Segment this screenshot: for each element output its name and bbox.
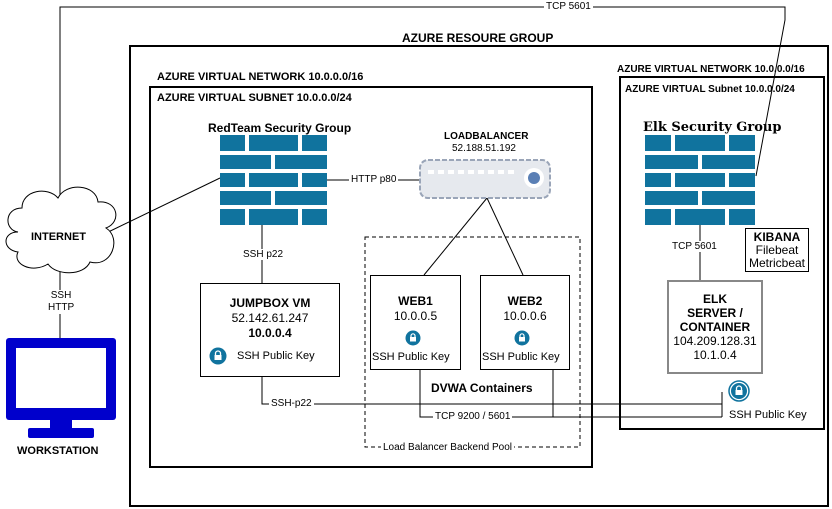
jumpbox-name: JUMPBOX VM — [229, 296, 311, 310]
internet-firewall-line — [99, 177, 221, 237]
http-label: HTTP — [48, 302, 75, 313]
dvwa-containers-label: DVWA Containers — [431, 381, 533, 395]
ssh-http-label: SSH HTTP — [46, 290, 77, 314]
web1-key-label: SSH Public Key — [372, 351, 450, 363]
ssh-p22-label: SSH p22 — [241, 249, 286, 260]
elk-sg-label: Elk Security Group — [643, 120, 782, 135]
workstation-icon — [6, 338, 116, 438]
elk-key-label: SSH Public Key — [729, 409, 807, 421]
tcp-5601-internet-line — [59, 6, 786, 196]
web2-ip: 10.0.0.6 — [503, 309, 547, 323]
subnet-elk-title: AZURE VIRTUAL Subnet 10.0.0.0/24 — [625, 84, 795, 95]
kibana-filebeat: Filebeat — [755, 242, 799, 257]
elk-server-public-ip: 104.209.128.31 — [673, 334, 757, 348]
internet-label: INTERNET — [31, 231, 86, 243]
jumpbox-lock-icon — [209, 347, 227, 365]
web1-ip: 10.0.0.5 — [393, 309, 438, 323]
subnet-elk-boundary — [619, 76, 825, 430]
tcp-5601-top-label: TCP 5601 — [544, 1, 593, 12]
elk-server-line3: CONTAINER — [679, 320, 751, 334]
web2-lock-icon — [514, 330, 530, 346]
jumpbox-key-label: SSH Public Key — [237, 350, 315, 362]
ssh-label: SSH — [50, 290, 72, 301]
ssh-p22-elk-line — [261, 377, 723, 405]
subnet-main-boundary — [149, 86, 593, 468]
web1-name: WEB1 — [398, 294, 433, 308]
backend-pool-label: Load Balancer Backend Pool — [381, 442, 514, 453]
vnet-main-title: AZURE VIRTUAL NETWORK 10.0.0.0/16 — [157, 71, 364, 83]
tcp-9200-5601-label: TCP 9200 / 5601 — [433, 411, 513, 422]
jumpbox-public-ip: 52.142.61.247 — [231, 311, 309, 325]
kibana-box[interactable]: KIBANA Filebeat Metricbeat — [745, 228, 809, 272]
loadbalancer-web1-line — [423, 197, 488, 276]
loadbalancer-ip: 52.188.51.192 — [452, 143, 516, 154]
resource-group-title: AZURE RESOURE GROUP — [400, 31, 556, 45]
subnet-main-title: AZURE VIRTUAL SUBNET 10.0.0.0/24 — [157, 92, 352, 104]
elk-server-box[interactable]: ELK SERVER / CONTAINER 104.209.128.31 10… — [667, 280, 763, 374]
web1-lock-icon — [405, 330, 421, 346]
internet-cloud-icon — [5, 186, 117, 274]
elk-server-line1: ELK — [703, 292, 727, 306]
loadbalancer-icon — [419, 159, 551, 199]
elk-firewall-icon — [645, 135, 755, 225]
tcp-5601-elk-label: TCP 5601 — [670, 241, 719, 252]
resource-group-boundary — [129, 45, 829, 507]
web2-key-label: SSH Public Key — [482, 351, 560, 363]
loadbalancer-label: LOADBALANCER — [444, 131, 529, 142]
ssh-p22-lower-label: SSH-p22 — [269, 398, 314, 409]
jumpbox-private-ip: 10.0.0.4 — [248, 326, 292, 340]
kibana-metricbeat: Metricbeat — [748, 255, 806, 270]
redteam-sg-label: RedTeam Security Group — [208, 121, 352, 135]
kibana-title: KIBANA — [753, 229, 801, 244]
web2-name: WEB2 — [507, 294, 543, 308]
workstation-label: WORKSTATION — [17, 445, 99, 457]
web2-box[interactable]: WEB2 10.0.0.6 — [480, 275, 570, 370]
redteam-firewall-icon — [220, 135, 327, 225]
web1-box[interactable]: WEB1 10.0.0.5 — [370, 275, 461, 370]
vnet-elk-title: AZURE VIRTUAL NETWORK 10.0.0.0/16 — [617, 64, 805, 75]
elk-lock-icon — [728, 380, 750, 402]
elk-server-private-ip: 10.1.0.4 — [693, 348, 737, 362]
http-p80-label: HTTP p80 — [349, 174, 399, 185]
loadbalancer-web2-line — [486, 197, 524, 276]
elk-server-line2: SERVER / — [687, 306, 743, 320]
